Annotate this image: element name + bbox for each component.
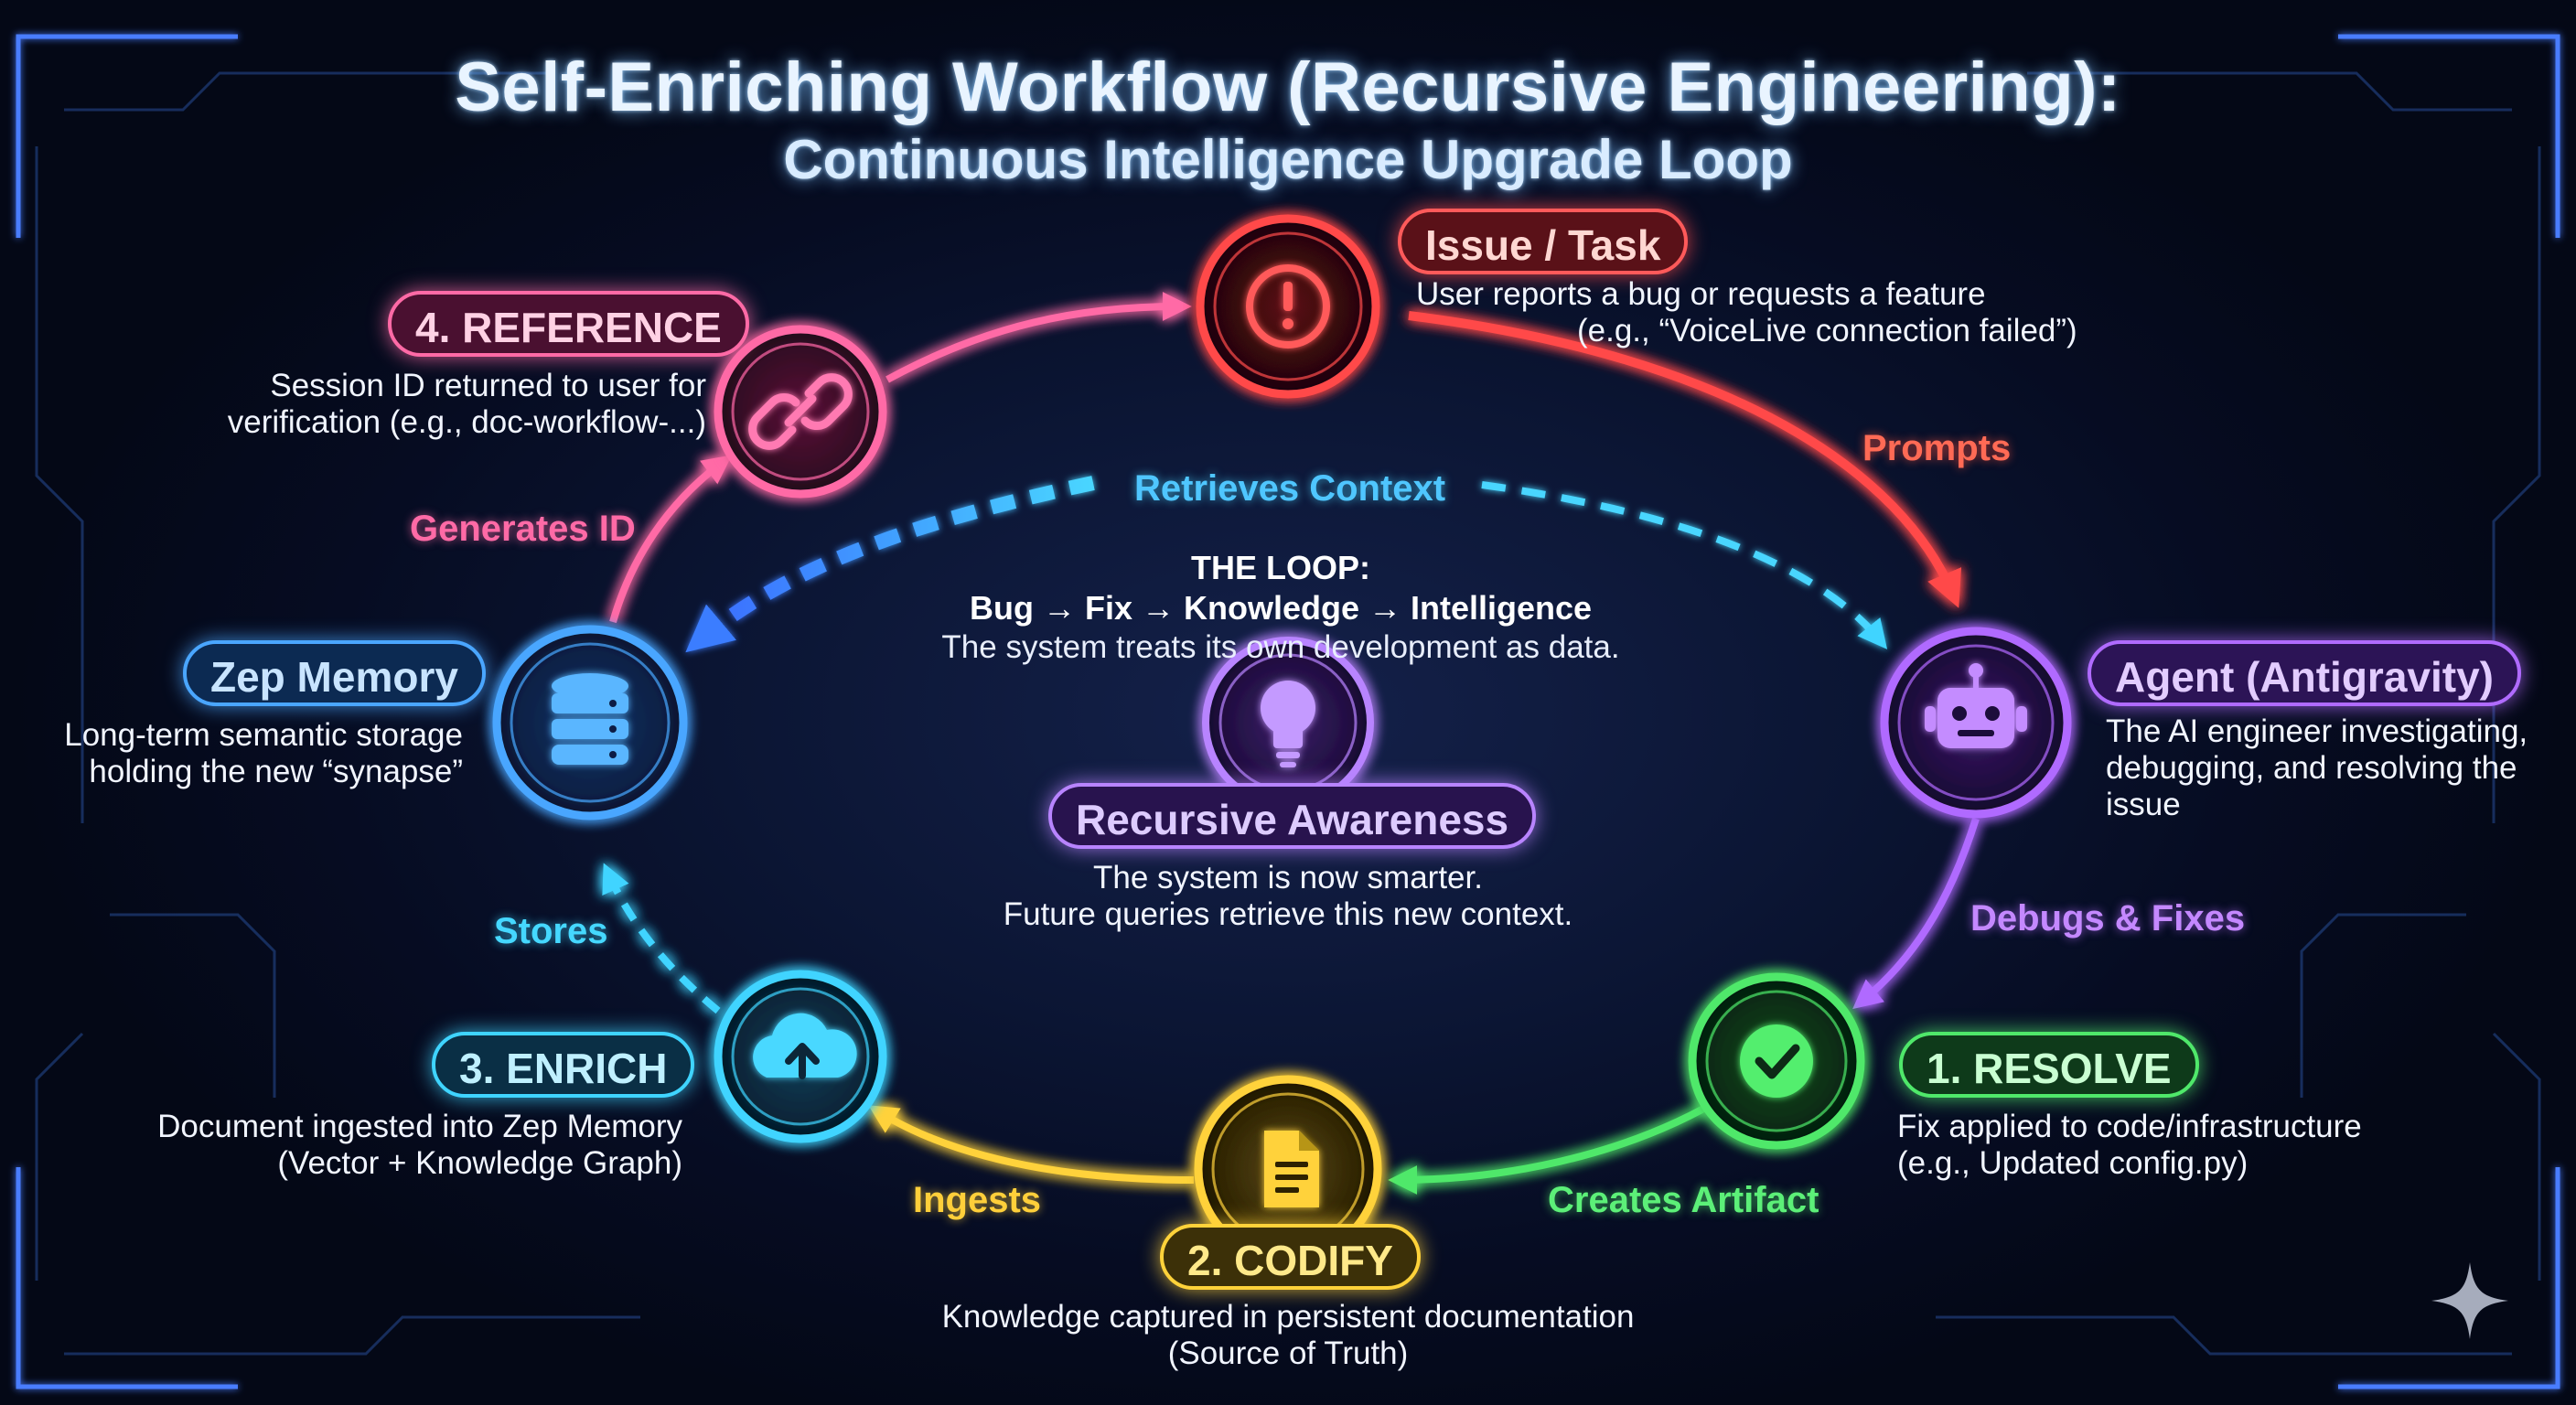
exclamation-icon: [1246, 264, 1330, 349]
node-zep-desc-line-1: Long-term semantic storage: [64, 717, 463, 753]
page-subtitle: Continuous Intelligence Upgrade Loop: [783, 129, 1793, 190]
node-resolve-desc: Fix applied to code/infrastructure (e.g.…: [1897, 1109, 2362, 1182]
edge-label-stores: Stores: [494, 911, 608, 951]
edge-label-retrieves-context: Retrieves Context: [1134, 468, 1446, 509]
edge-label-generates-id: Generates ID: [410, 509, 636, 549]
checkmark-icon: [1740, 1024, 1813, 1098]
node-agent-desc-line-3: issue: [2106, 787, 2181, 822]
node-agent-desc-line-1: The AI engineer investigating,: [2106, 713, 2528, 749]
arrow-retrieves-context-right: [1481, 481, 1888, 649]
node-reference-desc-line-1: Session ID returned to user for: [270, 368, 706, 403]
arrow-generates-id: [609, 455, 733, 624]
loop-sequence: Bug → Fix → Knowledge → Intelligence: [969, 589, 1593, 627]
loop-heading: THE LOOP:: [1191, 549, 1370, 586]
document-icon: [1264, 1131, 1319, 1207]
arrow-prompts: [1408, 311, 1962, 608]
node-reference-desc-line-2: verification (e.g., doc-workflow-...): [227, 404, 706, 440]
edge-label-debugs-fixes: Debugs & Fixes: [1970, 898, 2246, 938]
arrow-reference-to-issue: [886, 292, 1192, 383]
node-issue-label: Issue / Task: [1398, 209, 1689, 274]
node-enrich-label: 3. ENRICH: [432, 1032, 695, 1098]
arrow-retrieves-context-left: [685, 476, 1095, 653]
edge-label-prompts: Prompts: [1862, 428, 2012, 468]
link-icon: [748, 373, 853, 450]
node-enrich-desc-line-2: (Vector + Knowledge Graph): [277, 1145, 682, 1181]
node-awareness-desc-line-1: The system is now smarter.: [1093, 860, 1483, 896]
node-resolve-desc-line-1: Fix applied to code/infrastructure: [1897, 1109, 2362, 1144]
node-reference-label: 4. REFERENCE: [388, 291, 749, 357]
node-agent-desc: The AI engineer investigating, debugging…: [2106, 713, 2528, 823]
node-issue-desc-line-2: (e.g., “VoiceLive connection failed”): [1577, 313, 2077, 349]
node-enrich-desc: Document ingested into Zep Memory (Vecto…: [156, 1109, 682, 1182]
node-awareness-label: Recursive Awareness: [1048, 783, 1537, 849]
sparkle-icon: [2431, 1262, 2508, 1339]
node-awareness-desc: The system is now smarter. Future querie…: [823, 860, 1753, 933]
edge-label-creates-artifact: Creates Artifact: [1548, 1180, 1819, 1220]
node-agent-desc-line-2: debugging, and resolving the: [2106, 750, 2517, 786]
loop-caption: The system treats its own development as…: [941, 629, 1620, 665]
node-codify-desc-line-1: Knowledge captured in persistent documen…: [941, 1299, 1635, 1335]
node-zep-desc-line-2: holding the new “synapse”: [89, 754, 463, 789]
circuit-decor: [35, 71, 2541, 1356]
node-issue-desc-line-1: User reports a bug or requests a feature: [1416, 276, 1986, 312]
arrow-ingests: [868, 1105, 1195, 1184]
node-agent-label: Agent (Antigravity): [2088, 640, 2521, 706]
node-resolve-desc-line-2: (e.g., Updated config.py): [1897, 1145, 2249, 1181]
node-enrich-desc-line-1: Document ingested into Zep Memory: [157, 1109, 682, 1144]
lightbulb-icon: [1261, 681, 1315, 767]
node-issue-desc: User reports a bug or requests a feature…: [1416, 276, 2077, 349]
cloud-upload-icon: [753, 1013, 857, 1079]
node-resolve-label: 1. RESOLVE: [1899, 1032, 2199, 1098]
node-awareness-desc-line-2: Future queries retrieve this new context…: [1003, 896, 1573, 932]
arrow-stores: [602, 863, 721, 1014]
node-zep-desc: Long-term semantic storage holding the n…: [37, 717, 463, 790]
node-codify-desc: Knowledge captured in persistent documen…: [823, 1299, 1753, 1372]
robot-icon: [1925, 663, 2027, 748]
arrow-creates-artifact: [1388, 1099, 1717, 1195]
node-codify-desc-line-2: (Source of Truth): [1167, 1335, 1409, 1371]
edge-label-ingests: Ingests: [913, 1180, 1042, 1220]
frame-corners: [16, 34, 2560, 1389]
database-icon: [552, 673, 628, 765]
arrow-debugs-fixes: [1852, 817, 1980, 1010]
node-zep-label: Zep Memory: [183, 640, 486, 706]
page-title: Self-Enriching Workflow (Recursive Engin…: [455, 48, 2121, 126]
node-reference-desc: Session ID returned to user for verifica…: [146, 368, 706, 441]
node-codify-label: 2. CODIFY: [1160, 1224, 1421, 1290]
